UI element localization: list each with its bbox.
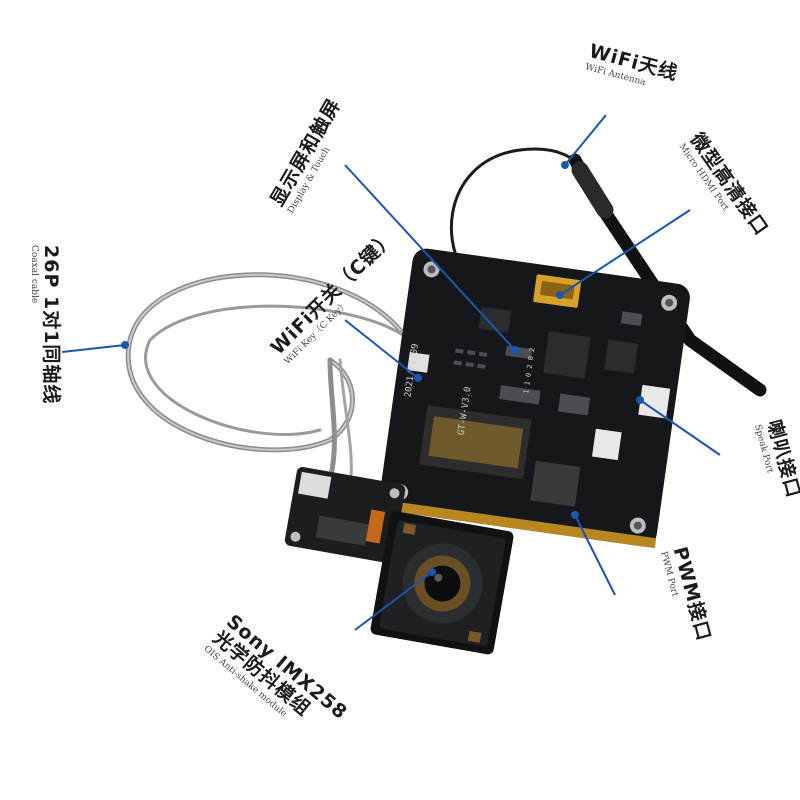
main-pcb: 2021/01/09 GT-W-V3.0 1 1 0 2 0 2	[377, 248, 690, 549]
adapter-board	[284, 467, 406, 563]
leader-lines	[61, 114, 721, 631]
label-coaxal-cable: 26P 1对1同轴线 Coaxal cable	[29, 245, 62, 405]
camera-module	[370, 511, 514, 655]
